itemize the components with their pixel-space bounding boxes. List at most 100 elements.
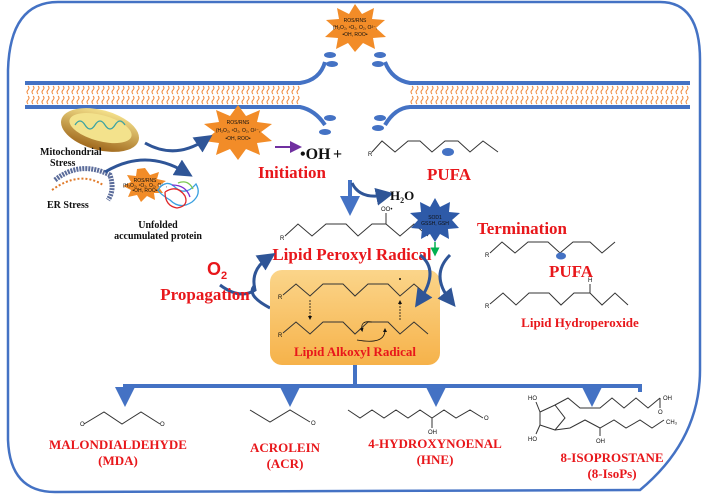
lipid-tail [126,95,130,105]
product-isop-abbr: (8-IsoPs) [587,466,636,481]
lipid-tail [600,95,604,105]
lipid-tail [291,85,295,95]
lipid-tail [565,95,569,105]
lipid-tail [535,95,539,105]
svg-text:(H₂O₂, ¹O₂, O₂, O²⁻,: (H₂O₂, ¹O₂, O₂, O²⁻, [123,183,167,189]
lipid-tail [490,95,494,105]
termination-arrow-right [437,253,456,308]
lipid-tail [201,85,205,95]
outer-frame [6,0,702,494]
lipid-tail [655,85,659,95]
lipid-tail [555,85,559,95]
mito-to-ros-arrow [144,135,213,153]
svg-text:SOD1: SOD1 [428,215,442,221]
lipid-tail [161,85,165,95]
lipid-tail [430,95,434,105]
svg-text:GSSH, GSH: GSSH, GSH [421,221,449,227]
termination-pufa-structure [489,241,616,254]
lipid-tail [680,95,684,105]
acrolein-structure [249,409,311,423]
water-release-arrow [350,182,394,206]
lipid-tail [415,85,419,95]
radical-site [556,252,566,260]
lipid-tail [171,95,175,105]
lipid-tail [595,85,599,95]
hydroxyl-group: HO [528,437,537,443]
svg-text:ROS/RNS: ROS/RNS [344,18,367,24]
lipid-tail [141,85,145,95]
lipid-tail [665,85,669,95]
ros-burst-small: ROS/RNS (H₂O₂, ¹O₂, O₂, O²⁻, •OH, ROO• [123,168,167,202]
lipid-tail [221,95,225,105]
lipid-tail [241,95,245,105]
lipid-tail [570,95,574,105]
protein-label: Unfolded [138,220,178,231]
lipid-tail [111,85,115,95]
cell-membrane [25,52,690,135]
lipid-tail [670,95,674,105]
lipid-tail [36,95,40,105]
lipid-tail [635,95,639,105]
lipid-tail [236,85,240,95]
lipid-tail [196,85,200,95]
lipid-tail [575,95,579,105]
initiation-label: Initiation [258,163,327,182]
product-mda-name: MALONDIALDEHYDE [49,437,187,452]
lipid-tail [126,85,130,95]
lipid-tail [96,95,100,105]
lipid-tail [181,85,185,95]
lipid-tail [455,85,459,95]
lipid-tail [46,85,50,95]
lipid-peroxyl-radical-label: Lipid Peroxyl Radical [272,245,432,264]
product-hne-abbr: (HNE) [417,452,454,467]
oxygen-atom: O [80,422,85,428]
lipid-tail [620,85,624,95]
lipid-tail [680,85,684,95]
oxygen-atom: O [160,422,165,428]
lipid-tail [206,95,210,105]
lipid-tail [580,95,584,105]
lipid-tail [505,95,509,105]
lipid-tail [181,95,185,105]
lipid-tail [440,95,444,105]
lipid-tail [455,95,459,105]
product-isop-name: 8-ISOPROSTANE [560,450,663,465]
lipid-tail [56,95,60,105]
lipid-tail [146,95,150,105]
lipid-tail [610,95,614,105]
lipid-tail [256,95,260,105]
lipid-tail [231,85,235,95]
lipid-tail [675,85,679,95]
lipid-tail [495,85,499,95]
lipid-tail [51,95,55,105]
hne-structure [347,409,484,419]
lipid-tail [445,95,449,105]
svg-text:•OH, ROO•: •OH, ROO• [225,136,250,142]
lipid-tail [425,85,429,95]
lipid-tail [535,85,539,95]
lipid-tail [201,95,205,105]
lipid-tail [550,85,554,95]
lipid-tail [296,95,300,105]
oxygen-atom: O [658,410,663,416]
lipid-tail [261,85,265,95]
lipid-tail [156,95,160,105]
svg-text:•OH, ROO•: •OH, ROO• [342,32,367,38]
lipid-tail [450,95,454,105]
lipid-tail [281,95,285,105]
lipid-tail [510,95,514,105]
antioxidant-burst: SOD1 GSSH, GSH [410,198,460,242]
lipid-tail [211,85,215,95]
lipid-tail [560,95,564,105]
lipid-tail [630,95,634,105]
lipid-tail [465,85,469,95]
lipid-tail [515,85,519,95]
hydroxyl-group: OH [428,430,437,436]
lipid-tail [660,95,664,105]
lipid-hydroperoxide-label: Lipid Hydroperoxide [521,315,639,330]
lipid-tail [470,85,474,95]
lipid-tail [231,95,235,105]
lipid-tail [266,85,270,95]
peroxyl-oo: OO• [381,207,392,213]
lipid-tail [61,95,65,105]
